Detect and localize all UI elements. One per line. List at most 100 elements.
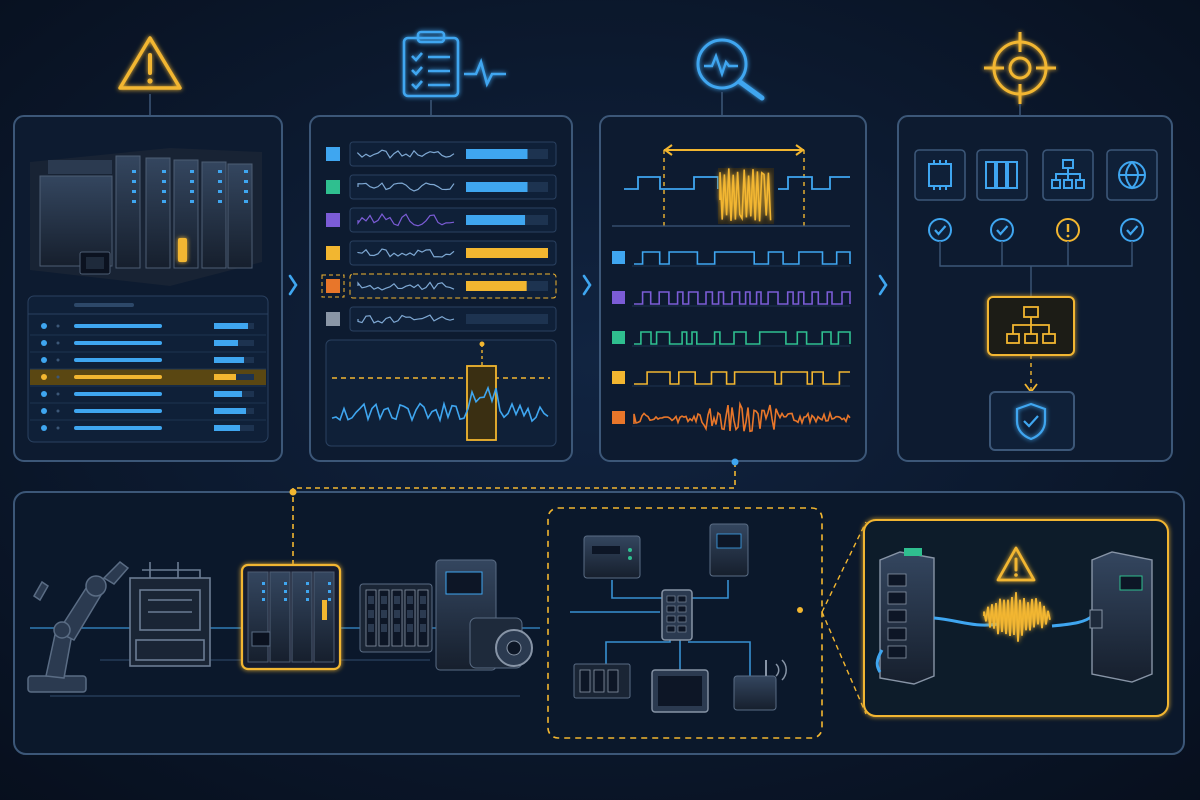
row-sparkline <box>357 149 455 159</box>
channel-waveform <box>634 251 851 265</box>
plc-rack-icon <box>240 563 342 671</box>
target-stage-panel <box>897 115 1173 462</box>
channel-color-swatch <box>612 331 625 344</box>
warning-status-icon <box>1056 218 1080 242</box>
row-sparkline <box>357 314 455 324</box>
switch-port <box>666 605 676 613</box>
switch-port <box>887 609 907 623</box>
cable <box>875 616 999 673</box>
monitor-row <box>326 306 557 332</box>
channel-color-swatch <box>612 251 625 264</box>
row-color-swatch <box>326 246 340 260</box>
row-name-bar <box>74 426 162 430</box>
row-color-swatch <box>326 279 340 293</box>
row-color-swatch <box>326 213 340 227</box>
io-terminal-block-icon <box>359 583 433 653</box>
row-dot <box>56 392 60 396</box>
network-topology-icon <box>1042 149 1094 201</box>
row-swatch-frame <box>321 274 345 298</box>
channel-waveform <box>633 401 851 433</box>
crosshair-target-icon <box>984 32 1056 104</box>
clipboard-checklist-pulse-icon <box>402 30 506 98</box>
row-status-dot <box>41 323 47 329</box>
row-status-dot <box>41 391 47 397</box>
switch-port <box>887 591 907 605</box>
check-circle-icon <box>990 218 1014 242</box>
row-sparkline <box>357 281 455 291</box>
row-level-fill <box>214 425 240 431</box>
row-sparkline <box>357 248 455 258</box>
switch-port <box>887 645 907 659</box>
server-icon <box>1089 551 1153 683</box>
row-level-fill <box>214 374 236 380</box>
io-modules-icon <box>976 149 1028 201</box>
globe-icon <box>1106 149 1158 201</box>
protocol-channel <box>612 331 851 347</box>
network-switch-icon <box>661 589 693 641</box>
warning-triangle-icon <box>996 546 1036 582</box>
channel-color-swatch <box>612 411 625 424</box>
monitor-row <box>326 240 557 266</box>
protocol-channel <box>612 291 851 307</box>
row-sparkline <box>357 213 455 227</box>
rack-module <box>201 161 227 269</box>
plc-module <box>269 571 291 663</box>
rack-module <box>115 155 141 269</box>
switch-port <box>677 625 687 633</box>
row-dot <box>56 375 60 379</box>
shield-check-icon <box>989 391 1075 451</box>
monitor-row <box>321 273 557 299</box>
channel-waveform <box>634 291 851 305</box>
row-level-fill <box>214 340 238 346</box>
row-sparkline <box>357 182 455 192</box>
row-frame <box>349 207 557 233</box>
machine-frame-icon <box>129 562 211 667</box>
chip-icon <box>914 149 966 201</box>
check-circle-icon <box>1120 218 1144 242</box>
row-level-fill <box>466 182 528 192</box>
row-level-fill <box>214 357 244 363</box>
chevron-right-icon <box>288 274 298 296</box>
row-level-fill <box>466 248 548 258</box>
row-name-bar <box>74 375 162 379</box>
hmi-box-icon <box>709 523 749 577</box>
row-name-bar <box>74 392 162 396</box>
channel-color-swatch <box>612 291 625 304</box>
monitor-row <box>326 174 557 200</box>
switch-port <box>677 615 687 623</box>
gateway-icon <box>583 535 641 579</box>
status-light-amber <box>322 600 327 620</box>
ethernet-switch-icon <box>879 548 935 685</box>
capture-window <box>612 144 850 228</box>
switch-port <box>666 625 676 633</box>
row-color-swatch <box>326 147 340 161</box>
signal-spike-chart <box>325 339 557 447</box>
channel-waveform <box>634 331 851 345</box>
row-level-fill <box>466 149 528 159</box>
row-level-fill <box>214 323 248 329</box>
touch-panel-icon <box>651 669 709 713</box>
warning-triangle-icon <box>118 36 182 90</box>
row-frame <box>349 174 557 200</box>
rack-cpu-module <box>39 175 113 267</box>
connector-line <box>939 258 1133 297</box>
row-level-fill <box>214 391 242 397</box>
trace-link <box>292 462 736 564</box>
protocol-channel <box>612 371 850 387</box>
channel-color-swatch <box>612 371 625 384</box>
network-zone <box>547 507 823 739</box>
drive-motor-icon <box>435 559 533 671</box>
switch-port <box>666 595 676 603</box>
hierarchy-icon <box>987 296 1075 356</box>
monitor-row <box>326 141 557 167</box>
plc-module <box>291 571 313 663</box>
row-dot <box>56 426 60 430</box>
row-name-bar <box>74 324 162 328</box>
row-status-dot <box>41 374 47 380</box>
switch-port <box>677 605 687 613</box>
switch-port <box>887 573 907 587</box>
row-status-dot <box>41 425 47 431</box>
rack-module <box>227 163 253 269</box>
protocol-channel <box>612 401 851 433</box>
row-status-dot <box>41 340 47 346</box>
